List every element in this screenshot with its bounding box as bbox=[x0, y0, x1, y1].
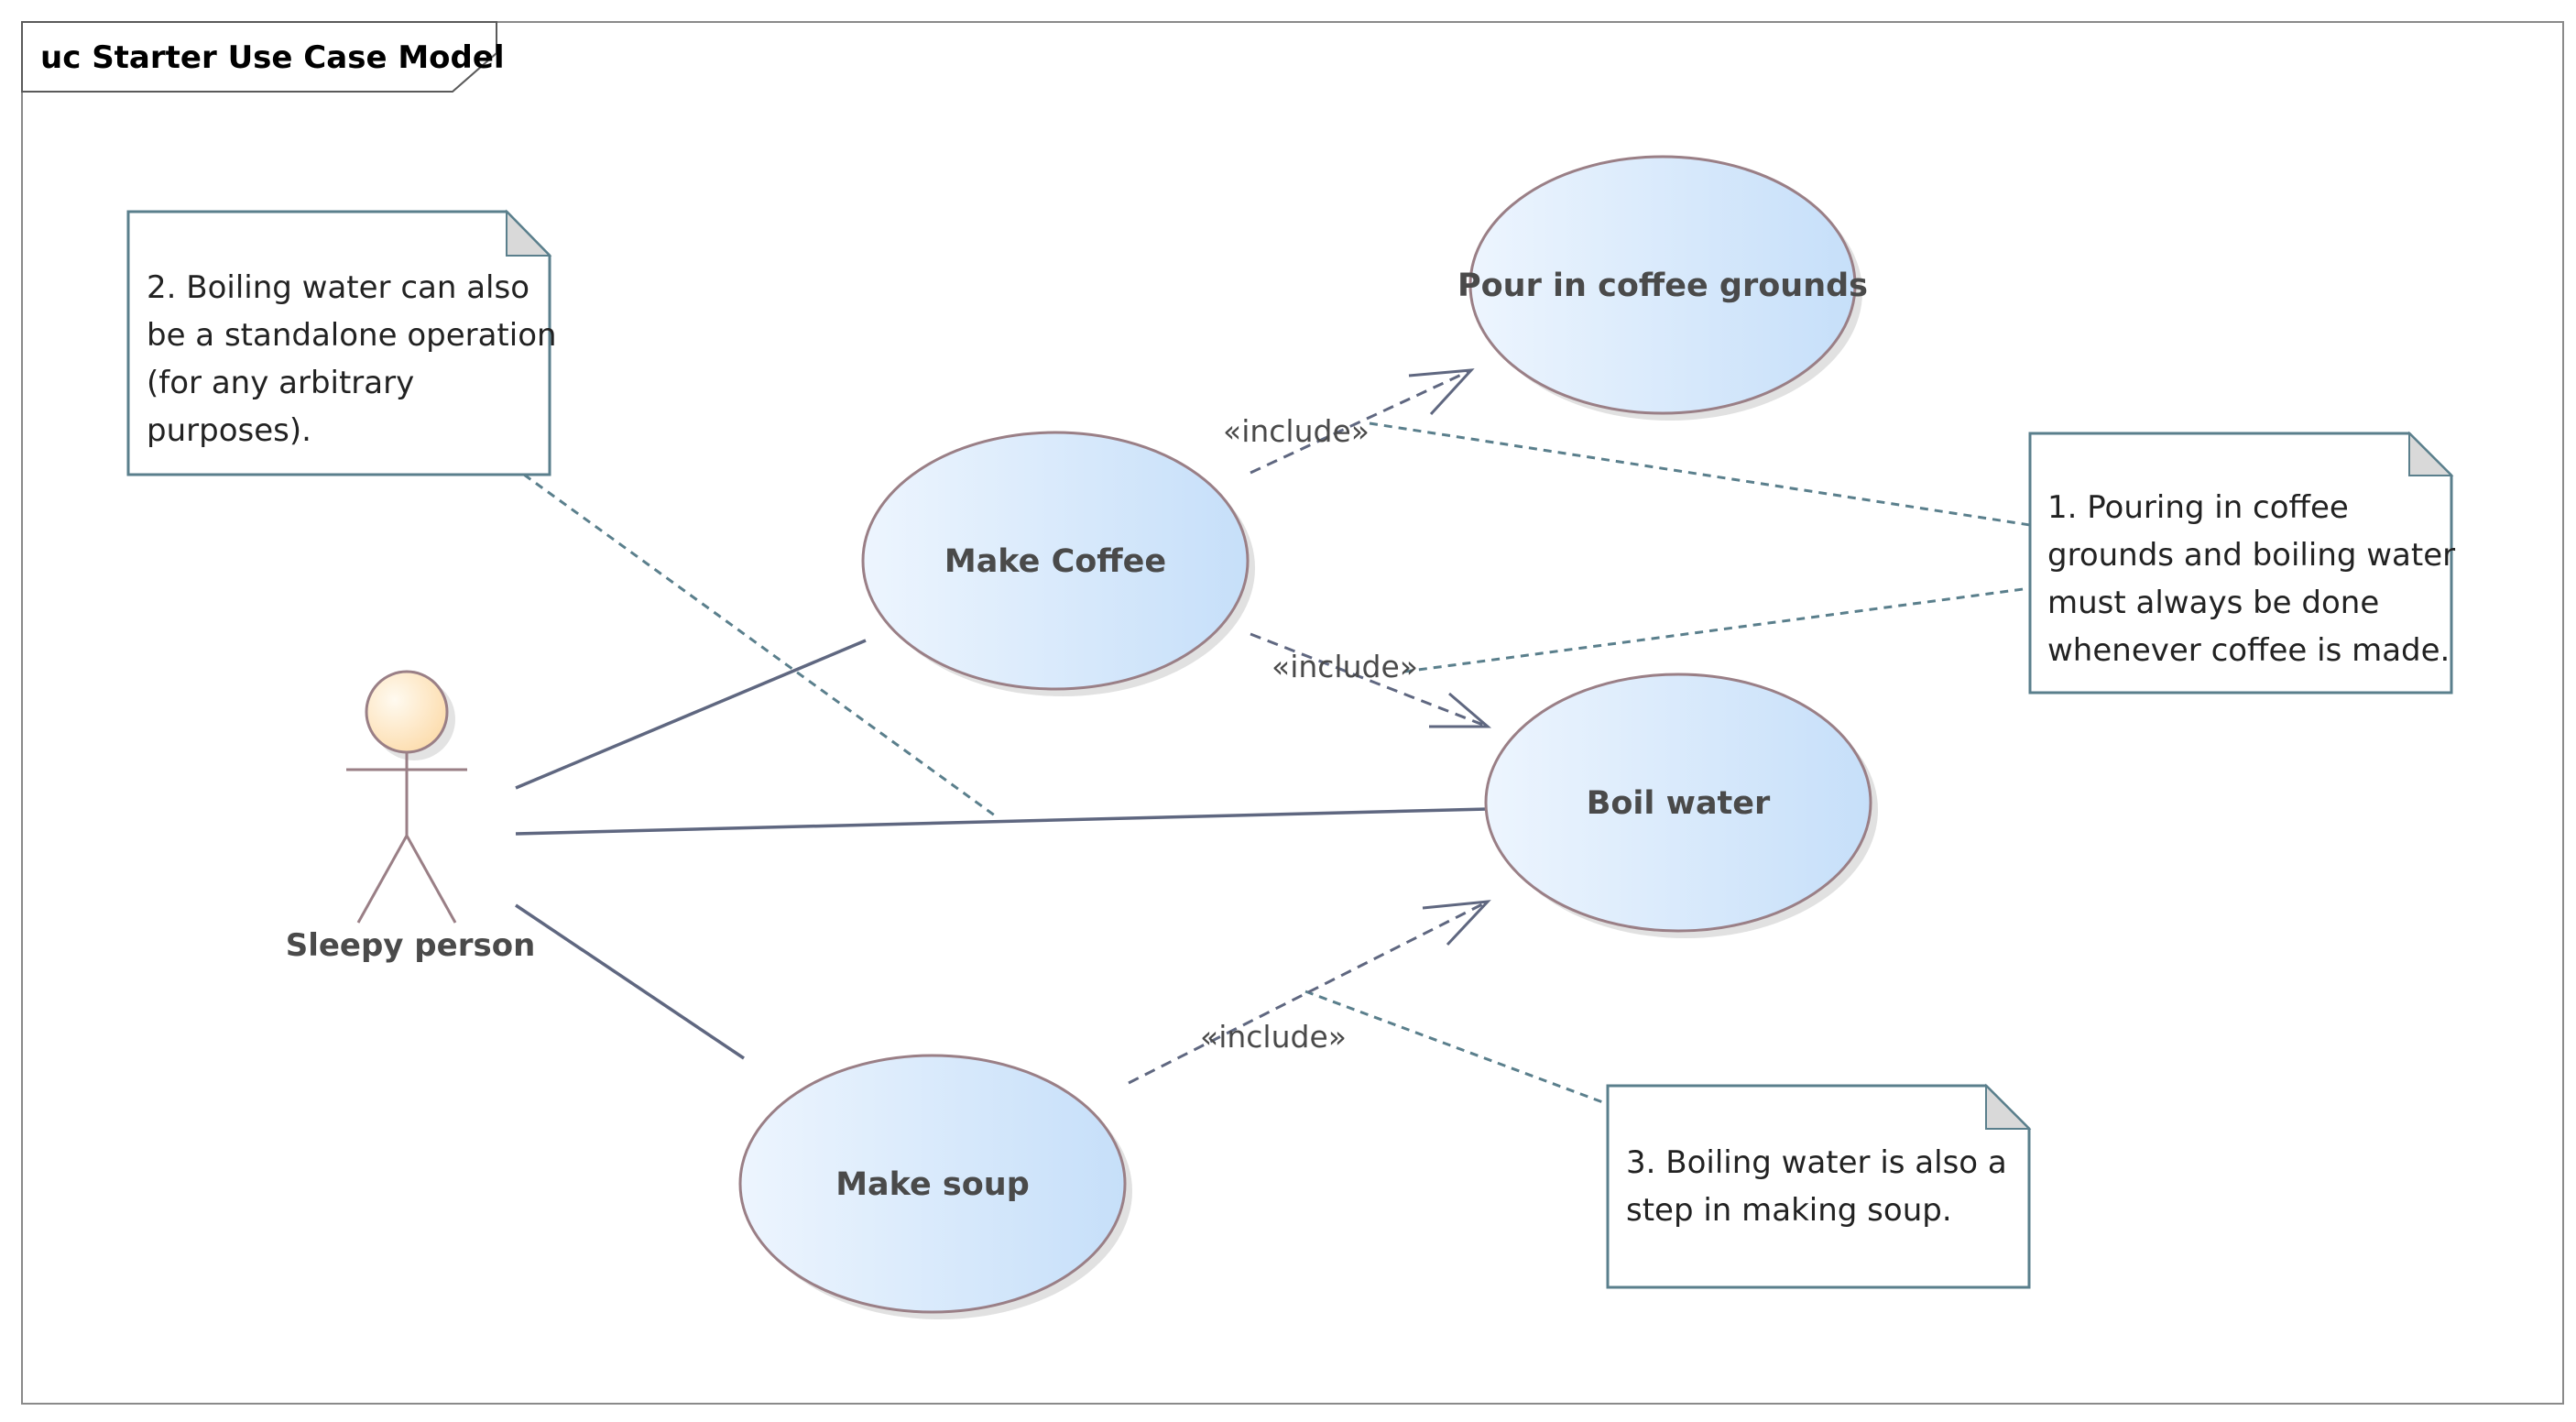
association-make-coffee bbox=[515, 639, 867, 790]
use-case-pour-coffee-grounds[interactable]: Pour in coffee grounds bbox=[1457, 155, 1868, 421]
use-case-boil-water-label: Boil water bbox=[1587, 785, 1771, 822]
note-3[interactable]: 3. Boiling water is also a step in makin… bbox=[1606, 1083, 2032, 1289]
note-1-line-2: grounds and boiling water bbox=[2047, 537, 2455, 574]
include-soup-line bbox=[1128, 900, 1489, 1085]
note-2-line-3: (for any arbitrary bbox=[147, 365, 414, 401]
use-case-pour-coffee-grounds-label: Pour in coffee grounds bbox=[1457, 268, 1868, 304]
note3-anchor bbox=[1304, 990, 1609, 1106]
associations bbox=[515, 639, 1489, 1060]
note-2-line-1: 2. Boiling water can also bbox=[147, 269, 529, 306]
note-3-line-1: 3. Boiling water is also a bbox=[1626, 1144, 2007, 1181]
note-1-line-1: 1. Pouring in coffee bbox=[2047, 489, 2349, 526]
note-1-line-4: whenever coffee is made. bbox=[2047, 632, 2450, 669]
note-1[interactable]: 1. Pouring in coffee grounds and boiling… bbox=[2028, 431, 2455, 695]
association-boil-water bbox=[515, 807, 1489, 836]
actor-body-icon bbox=[346, 752, 467, 924]
include-soup-arrowhead bbox=[1422, 900, 1491, 946]
note-1-line-3: must always be done bbox=[2047, 585, 2379, 621]
use-case-boil-water[interactable]: Boil water bbox=[1484, 673, 1878, 938]
include-boil-arrowhead bbox=[1429, 692, 1492, 728]
include-label-soup: «include» bbox=[1200, 1019, 1347, 1055]
diagram-title: uc Starter Use Case Model bbox=[40, 39, 505, 76]
use-case-make-soup-label: Make soup bbox=[835, 1166, 1030, 1203]
include-boil-line bbox=[1250, 632, 1489, 728]
actor-name: Sleepy person bbox=[286, 927, 536, 964]
include-dependencies bbox=[1128, 368, 1492, 1085]
note-2-line-4: purposes). bbox=[147, 412, 311, 449]
include-pour-arrowhead bbox=[1408, 368, 1475, 416]
actor-sleepy-person[interactable]: Sleepy person bbox=[286, 670, 536, 964]
note1-anchor-boil bbox=[1403, 586, 2031, 673]
note-anchors bbox=[523, 421, 2031, 1106]
include-pour-line bbox=[1250, 368, 1472, 475]
use-case-make-soup[interactable]: Make soup bbox=[738, 1054, 1132, 1319]
include-label-boil: «include» bbox=[1272, 649, 1418, 684]
actor-head-icon bbox=[365, 670, 449, 754]
note-2-line-2: be a standalone operation bbox=[147, 317, 557, 354]
use-case-make-coffee-label: Make Coffee bbox=[944, 543, 1166, 580]
note2-anchor bbox=[523, 473, 999, 820]
association-make-soup bbox=[515, 903, 745, 1060]
use-case-make-coffee[interactable]: Make Coffee bbox=[861, 431, 1255, 696]
note-3-line-2: step in making soup. bbox=[1626, 1192, 1952, 1229]
note-2[interactable]: 2. Boiling water can also be a standalon… bbox=[126, 209, 557, 476]
include-label-pour: «include» bbox=[1223, 413, 1370, 449]
